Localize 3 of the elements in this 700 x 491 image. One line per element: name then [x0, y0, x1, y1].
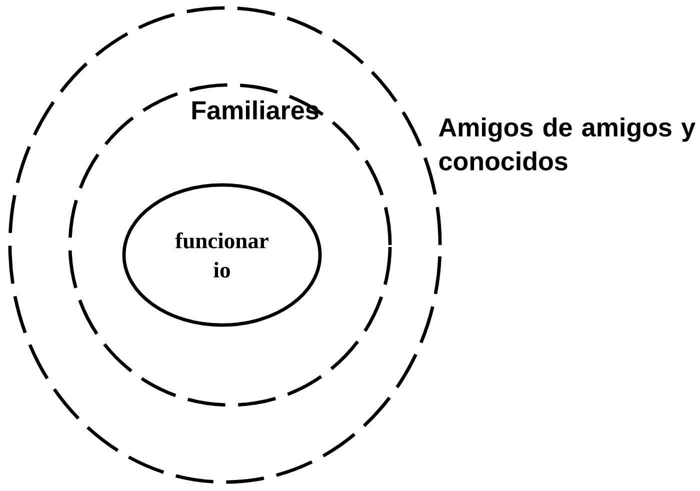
circle-label: Familiares [192, 100, 318, 120]
circle-label: funcionar io [175, 232, 268, 278]
circle-label: Amigos de amigos y conocidos [438, 118, 696, 170]
